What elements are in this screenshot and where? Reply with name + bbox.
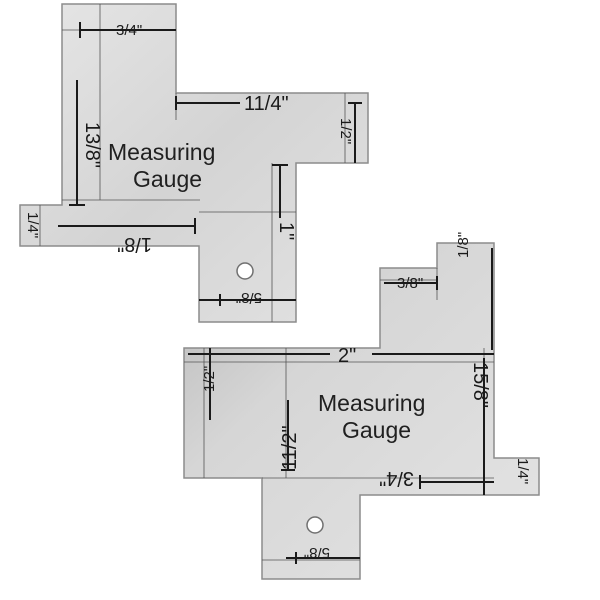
gauge-top: 3/4" 13/8" 11/4" 1/2" 1/4" 1/8" 1" 5/8" … <box>19 3 369 323</box>
gauge-top-marks <box>58 22 362 306</box>
gauge-top-label-three-eighths: 13/8" <box>81 122 103 168</box>
gauge-bottom-label-one-half-vert: 11/2" <box>279 425 301 470</box>
gauge-bottom-plate <box>183 242 540 580</box>
gauge-bottom-label-one-half-left: 1/2" <box>201 366 218 392</box>
gauge-bottom-label-three-quarter: 3/4" <box>379 467 414 489</box>
gauge-top-label-one-eighth: 1/8" <box>117 233 152 255</box>
gauge-top-title-line1: Measuring <box>108 139 215 165</box>
gauge-bottom-label-one-quarter: 1/4" <box>514 458 531 484</box>
gauge-top-label-five-eighths: 5/8" <box>236 289 262 306</box>
gauge-bottom-marks <box>188 248 494 564</box>
gauge-bottom-label-two: 2" <box>338 345 356 367</box>
gauge-bottom-label-five-eighths: 5/8" <box>304 544 330 561</box>
gauge-bottom-title-line1: Measuring <box>318 390 425 416</box>
gauge-bottom-hole <box>306 516 324 534</box>
gauge-top-label-three-quarter: 3/4" <box>116 22 142 39</box>
gauge-bottom-label-three-eighths: 3/8" <box>397 275 423 292</box>
gauge-top-label-one-quarter-big: 11/4" <box>244 93 289 115</box>
gauge-bottom-label-fifteen-eighths: 15/8" <box>469 362 491 408</box>
gauge-top-label-one-half: 1/2" <box>337 118 354 144</box>
gauge-top-hole <box>236 262 254 280</box>
gauge-top-title-line2: Gauge <box>133 166 202 192</box>
gauge-bottom-title-line2: Gauge <box>342 417 411 443</box>
gauge-top-label-one: 1" <box>275 222 297 240</box>
gauge-bottom-label-one-eighth: 1/8" <box>455 232 472 258</box>
gauge-bottom: 3/8" 1/8" 2" 1/2" 15/8" 11/2" 3/4" 1/4" … <box>183 232 540 580</box>
gauge-top-label-one-quarter-small: 1/4" <box>24 212 41 238</box>
